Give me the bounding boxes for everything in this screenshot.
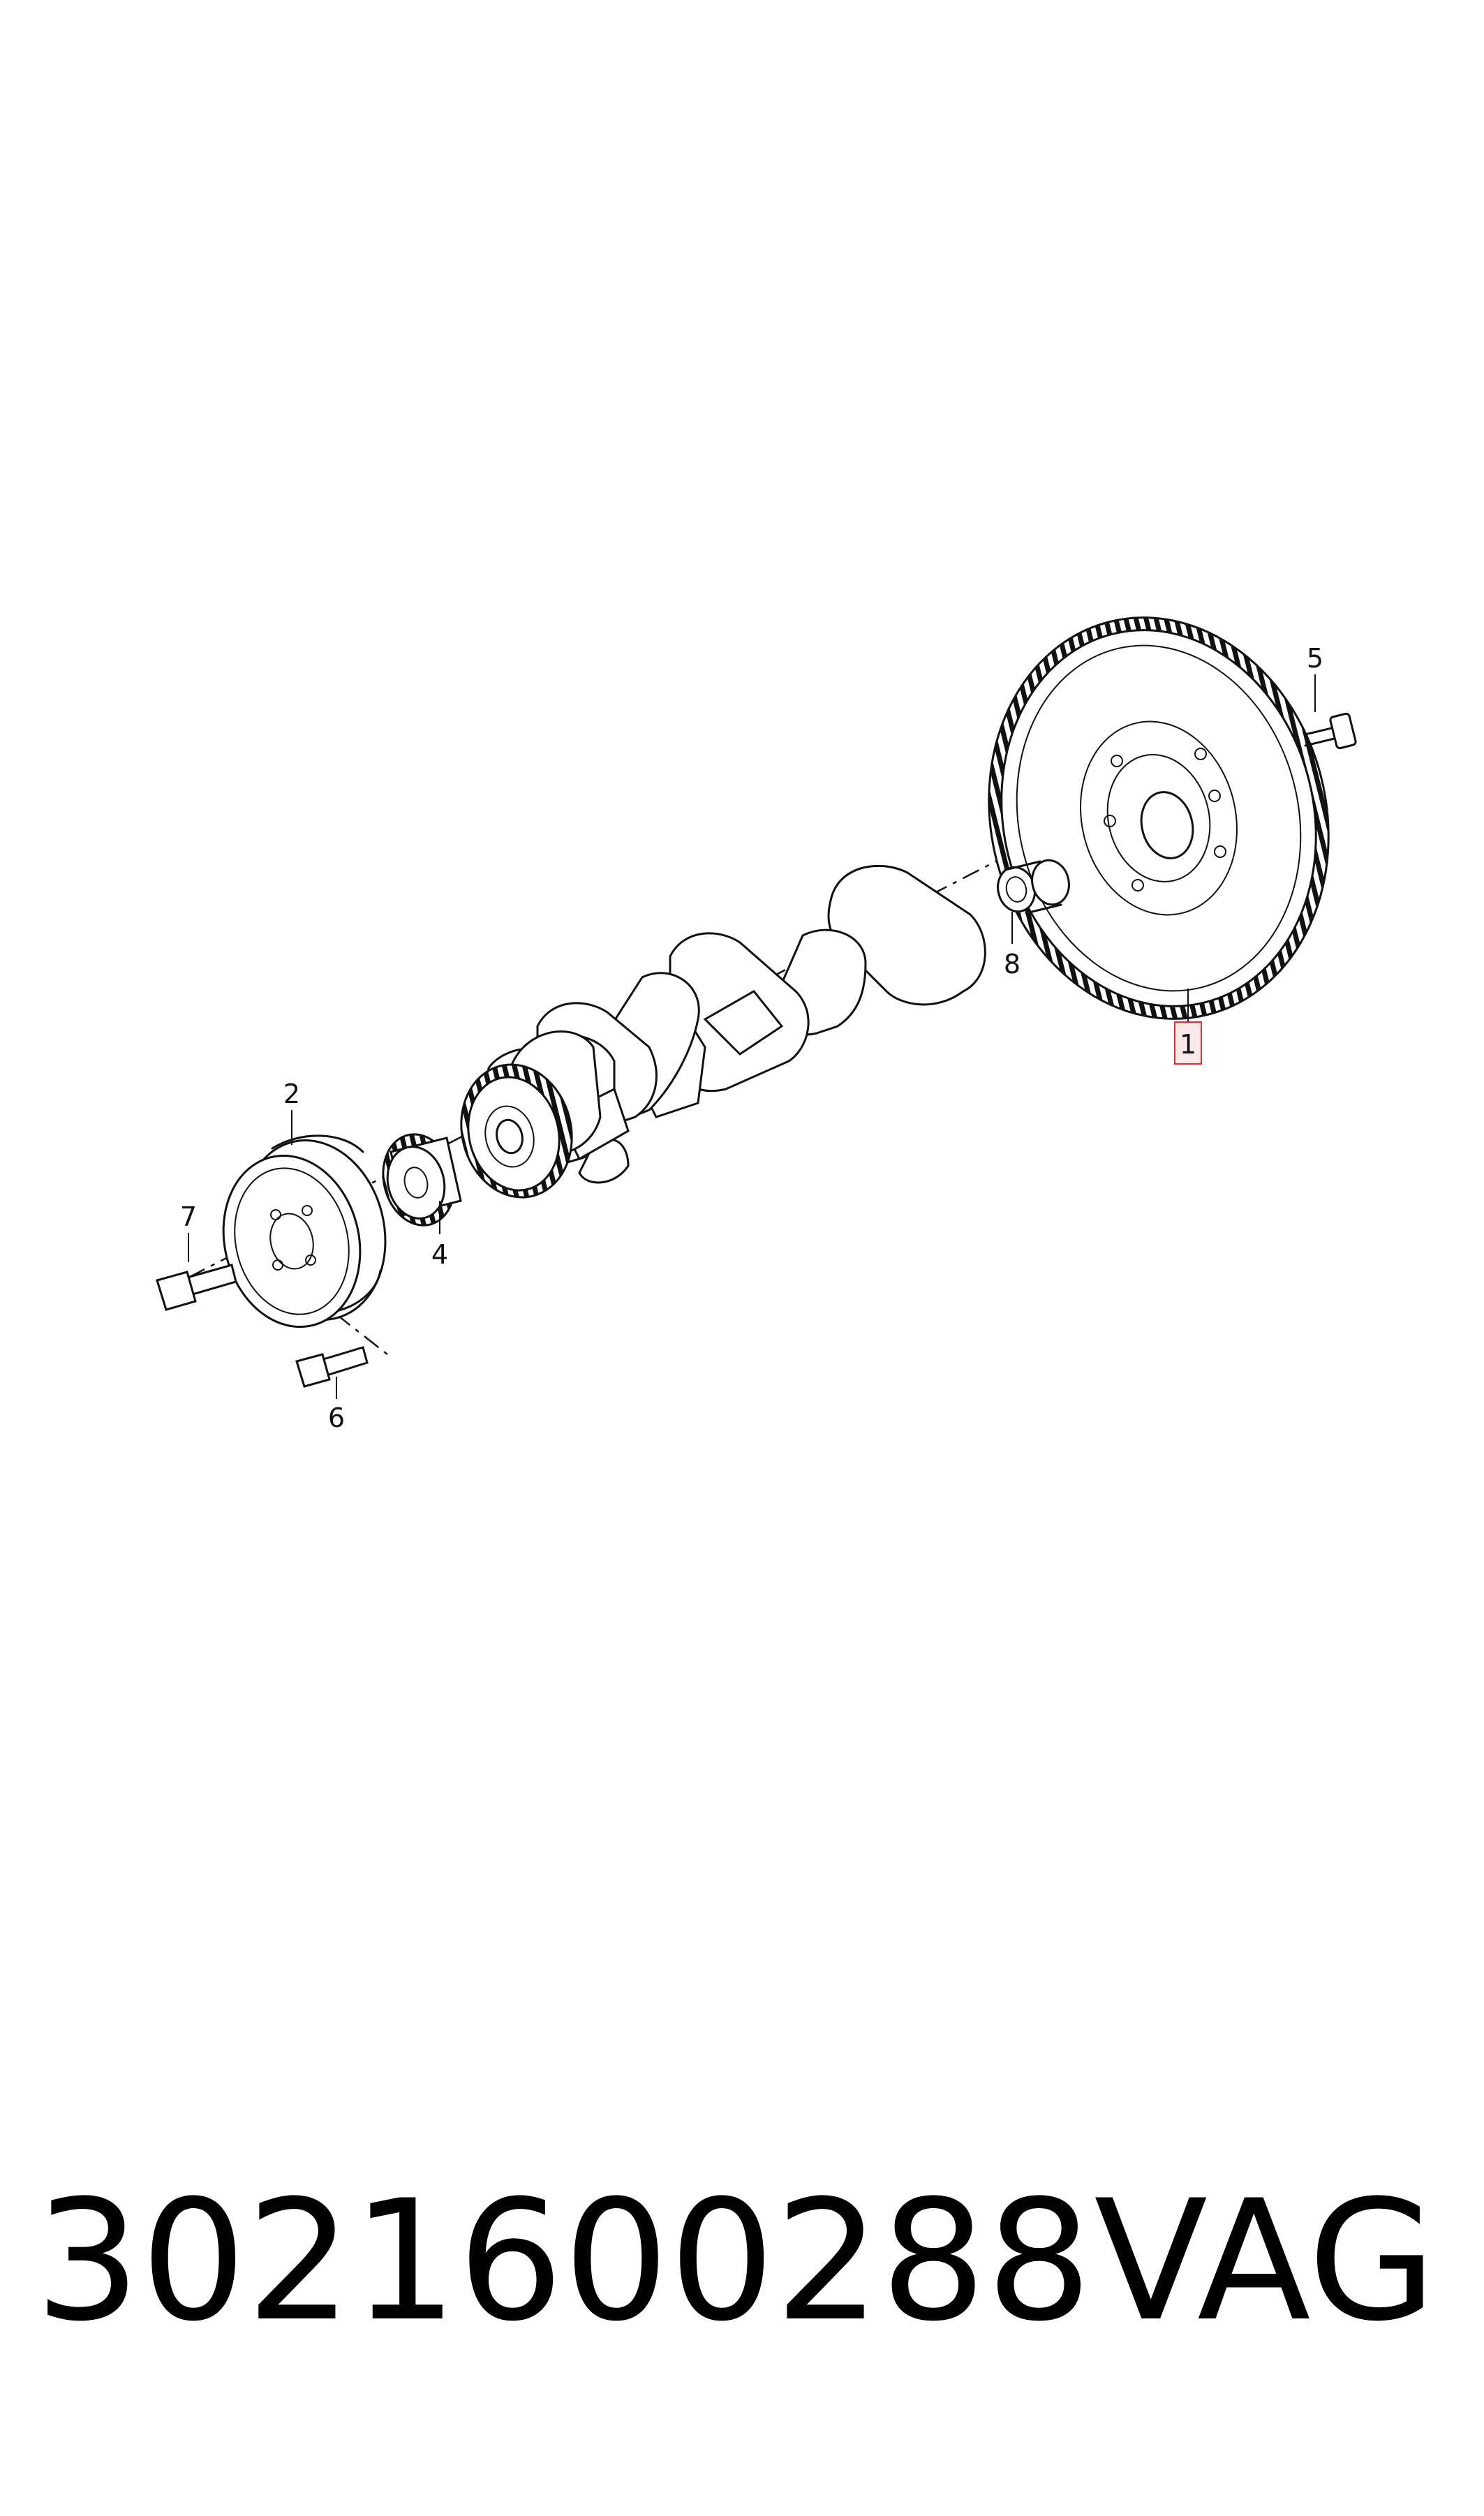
flywheel — [988, 616, 1330, 1020]
flywheel-bolt — [1304, 712, 1357, 750]
crankshaft-pulley — [222, 1134, 387, 1329]
callout-2[interactable]: 2 — [283, 1079, 300, 1109]
callout-5[interactable]: 5 — [1307, 643, 1323, 674]
callout-1-highlight — [1174, 1021, 1202, 1065]
callout-4[interactable]: 4 — [431, 1239, 448, 1270]
callout-1[interactable]: 1 — [1180, 1029, 1196, 1060]
part-number: 3021600288 — [35, 2165, 1092, 2358]
pilot-bearing — [997, 859, 1070, 915]
callout-7[interactable]: 7 — [180, 1201, 197, 1232]
callout-6[interactable]: 6 — [328, 1403, 345, 1433]
brand-name: VAG — [1094, 2165, 1437, 2358]
crankshaft-gear — [460, 1063, 573, 1199]
sprocket — [382, 1133, 462, 1227]
pulley-bolt — [156, 1264, 237, 1311]
pulley-bolt-small — [295, 1346, 369, 1388]
callout-8[interactable]: 8 — [1004, 949, 1021, 979]
